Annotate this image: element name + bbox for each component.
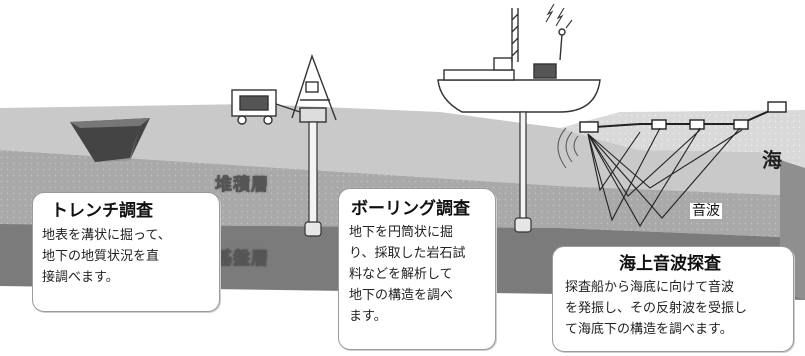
boring-survey-title: ボーリング調査 bbox=[351, 199, 470, 219]
ray-paths bbox=[587, 127, 743, 228]
boring-survey-description: 地下を円筒状に掘 り、採取した岩石試 料などを解析して 地下の構造を調べ ます。 bbox=[349, 225, 466, 324]
boring-hole-sea bbox=[514, 111, 532, 233]
sound-wave-arcs bbox=[557, 127, 579, 169]
seismic-survey-description: 探査船から海底に向けて音波 を発振し、その反射波を受振し て海底下の構造を調べま… bbox=[565, 280, 748, 337]
seismic-survey-card: 海上音波探査 探査船から海底に向けて音波 を発振し、その反射波を受振し て海底下… bbox=[552, 246, 794, 352]
ground-top-surface bbox=[0, 104, 805, 196]
boring-hole-land bbox=[304, 121, 322, 237]
basement-layer-label: 基盤層 bbox=[215, 249, 269, 270]
seismic-survey-title: 海上音波探査 bbox=[619, 254, 721, 274]
trench-pit bbox=[70, 118, 150, 162]
hydrophones bbox=[579, 101, 787, 133]
trench-survey-card: トレンチ調査 地表を溝状に掘って、 地下の地質状況を直 接調べます。 bbox=[32, 192, 220, 312]
boring-rig bbox=[231, 53, 337, 125]
trench-survey-title: トレンチ調査 bbox=[51, 201, 153, 221]
survey-ship bbox=[437, 3, 601, 113]
sediment-layer-label: 堆積層 bbox=[215, 175, 269, 196]
trench-survey-description: 地表を溝状に掘って、 地下の地質状況を直 接調べます。 bbox=[42, 228, 171, 285]
sound-wave-label: 音波 bbox=[690, 203, 722, 219]
boring-survey-card: ボーリング調査 地下を円筒状に掘 り、採取した岩石試 料などを解析して 地下の構… bbox=[338, 188, 496, 350]
sea-label: 海 bbox=[762, 148, 782, 172]
